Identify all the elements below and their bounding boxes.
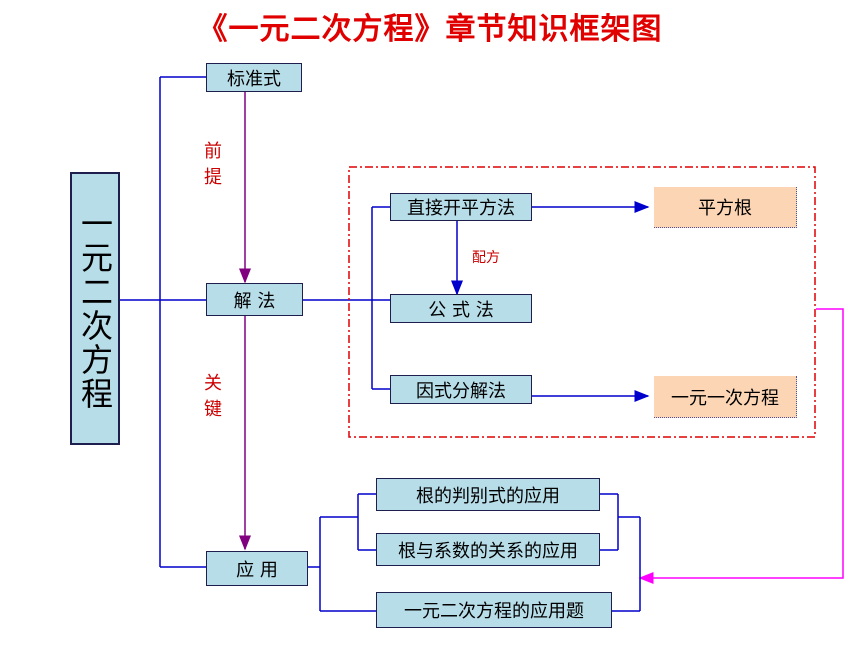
linear-eq-box: 一元一次方程 bbox=[654, 376, 797, 418]
main-bracket bbox=[120, 76, 206, 568]
key-char-2: 键 bbox=[204, 399, 222, 420]
application-box: 应 用 bbox=[206, 551, 308, 586]
premise-char-2: 提 bbox=[204, 167, 222, 188]
page-title: 《一元二次方程》章节知识框架图 bbox=[197, 12, 663, 47]
methods-bracket bbox=[303, 206, 390, 390]
vieta-app-box: 根与系数的关系的应用 bbox=[376, 533, 600, 566]
standard-form-box: 标准式 bbox=[206, 63, 302, 92]
discriminant-app-box: 根的判别式的应用 bbox=[376, 478, 600, 511]
main-topic-box: 一元二次方程 bbox=[70, 172, 120, 445]
key-label: 关 键 bbox=[204, 371, 222, 423]
main-topic-label: 一元二次方程 bbox=[76, 206, 114, 411]
word-problems-box: 一元二次方程的应用题 bbox=[376, 592, 612, 628]
solution-methods-box: 解 法 bbox=[206, 283, 303, 316]
formula-box: 公 式 法 bbox=[390, 294, 532, 323]
complete-square-label: 配方 bbox=[472, 250, 500, 266]
factoring-box: 因式分解法 bbox=[390, 375, 532, 404]
premise-label: 前 提 bbox=[204, 139, 222, 191]
premise-char-1: 前 bbox=[204, 141, 222, 162]
application-bracket bbox=[308, 493, 641, 612]
arrow-magenta bbox=[638, 308, 844, 584]
square-root-box: 平方根 bbox=[654, 187, 797, 228]
key-char-1: 关 bbox=[204, 373, 222, 394]
direct-sqrt-box: 直接开平方法 bbox=[390, 193, 532, 221]
